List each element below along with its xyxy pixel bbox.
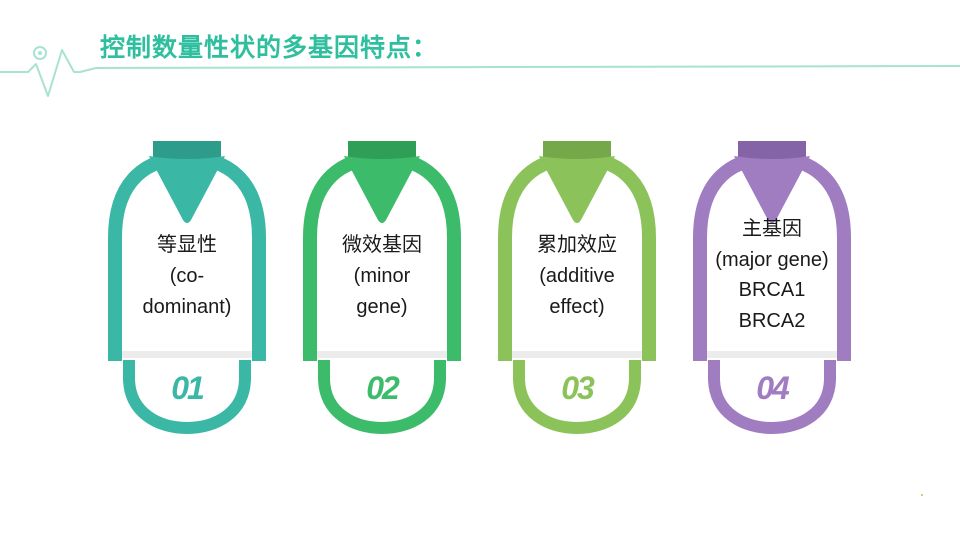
card-number: 03 [561, 370, 595, 406]
card-minor-gene: 微效基因 (minor gene) 02 [302, 138, 462, 438]
down-arrow-icon [539, 156, 615, 223]
card-text: 微效基因 (minor gene) [316, 230, 448, 323]
card-line: (additive [539, 265, 615, 287]
card-line: (minor [353, 265, 411, 287]
card-codominant: 等显性 (co- dominant) 01 [107, 138, 267, 438]
divider-strip [317, 351, 447, 358]
target-icon [33, 46, 47, 60]
capsule-top-tab [543, 141, 611, 163]
card-line: 等显性 [157, 234, 217, 256]
card-line: BRCA2 [738, 309, 806, 332]
decorative-dot [921, 494, 923, 496]
capsule-top-tab [153, 141, 221, 163]
capsule-frame [108, 141, 266, 435]
down-arrow-icon [149, 156, 225, 223]
card-additive-effect: 累加效应 (additive effect) 03 [497, 138, 657, 438]
card-text: 累加效应 (additive effect) [511, 230, 643, 323]
capsule-bottom-cup [123, 360, 251, 435]
card-number: 04 [756, 370, 790, 406]
card-text: 等显性 (co- dominant) [121, 230, 253, 323]
header-heartbeat-line [0, 46, 960, 97]
card-number: 02 [366, 370, 400, 406]
card-line: 微效基因 [342, 234, 422, 256]
card-line: 主基因 [742, 218, 802, 240]
divider-strip [122, 351, 252, 358]
capsule-frame [498, 141, 656, 435]
card-line: BRCA1 [738, 279, 806, 301]
page-title: 控制数量性状的多基因特点： [100, 33, 439, 62]
capsule-top-tab [738, 141, 806, 163]
card-major-gene: 主基因 (major gene) BRCA1 BRCA2 04 [692, 138, 852, 438]
card-text: 主基因 (major gene) BRCA1 BRCA2 [706, 214, 838, 336]
card-line: dominant) [142, 296, 232, 318]
card-number: 01 [171, 370, 205, 406]
card-line: (co- [169, 265, 205, 287]
capsule-top-tab [348, 141, 416, 163]
divider-strip [512, 351, 642, 358]
divider-strip [707, 351, 837, 358]
card-line: effect) [549, 296, 605, 318]
capsule-frame [303, 141, 461, 435]
capsule-bottom-cup [513, 360, 641, 435]
card-line: (major gene) [715, 248, 829, 271]
capsule-bottom-cup [318, 360, 446, 435]
capsule-bottom-cup [708, 360, 836, 435]
capsule-frame [693, 141, 851, 435]
down-arrow-icon [344, 156, 420, 223]
down-arrow-icon [734, 156, 810, 223]
card-line: 累加效应 [537, 234, 617, 256]
card-line: gene) [356, 296, 408, 318]
